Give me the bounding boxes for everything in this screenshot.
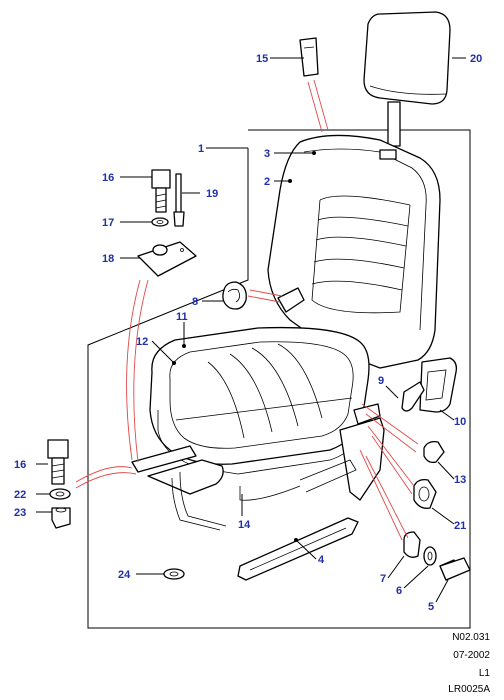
callout-20: 20: [470, 53, 482, 65]
seat-frame: [131, 403, 385, 581]
callout-11: 11: [176, 311, 188, 323]
red-link-lines: [75, 79, 419, 541]
seat-back: [267, 134, 458, 413]
callout-13: 13: [454, 474, 466, 486]
callout-7: 7: [380, 573, 386, 585]
callout-9: 9: [378, 375, 384, 387]
callout-23: 23: [14, 507, 26, 519]
leader-lines: [36, 57, 466, 603]
callout-14: 14: [238, 519, 251, 531]
callout-2: 2: [264, 176, 270, 188]
callout-3: 3: [264, 148, 270, 160]
callout-16-lower: 16: [14, 459, 26, 471]
callout-8: 8: [192, 296, 198, 308]
callout-1: 1: [198, 143, 204, 155]
callout-21: 21: [454, 520, 466, 532]
callout-18: 18: [102, 253, 114, 265]
callout-5: 5: [428, 601, 434, 613]
callout-17: 17: [102, 217, 114, 229]
headrest: [363, 11, 451, 147]
callout-15: 15: [256, 53, 268, 65]
callout-19: 19: [206, 188, 218, 200]
diagram-ref: N02.031: [452, 632, 490, 643]
callout-labels: 15 20 1 3 2 16 19 17 18 8 11 12 9 10 16 …: [14, 53, 482, 613]
callout-10: 10: [454, 416, 466, 428]
callout-12: 12: [136, 336, 148, 348]
diagram-code: LR0025A: [448, 684, 490, 695]
diagram-date: 07-2002: [453, 650, 490, 661]
callout-4: 4: [318, 554, 325, 566]
fastener-parts: [47, 37, 471, 581]
diagram-level: L1: [478, 668, 490, 679]
callout-6: 6: [396, 585, 402, 597]
callout-24: 24: [118, 569, 131, 581]
callout-22: 22: [14, 489, 26, 501]
callout-16-upper: 16: [102, 172, 114, 184]
